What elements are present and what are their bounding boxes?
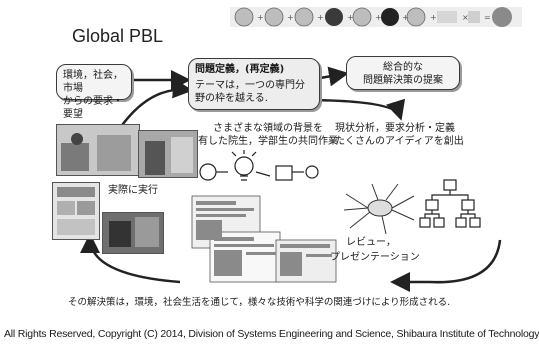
activity-photo-3 (102, 212, 164, 254)
process-steps-icon-strip: + + + + + + + × = (230, 7, 522, 27)
problem-heading: 問題定義，(再定義) (195, 64, 285, 75)
execute-label: 実際に実行 (108, 185, 158, 196)
collab-line-2: 有した院生，学部生の共同作業 (198, 136, 338, 147)
svg-text:+: + (257, 13, 264, 22)
page-title: Global PBL (72, 26, 164, 46)
environment-line-2: からの要求・要望 (63, 96, 123, 120)
analysis-line-1: 現状分析，要求分析・定義 (335, 123, 455, 134)
problem-definition-box: 問題定義，(再定義) テーマは，一つの専門分 野の枠を越える. (188, 58, 320, 110)
svg-text:+: + (430, 13, 437, 22)
review-documents (191, 195, 337, 283)
hierarchy-tree-icon (419, 179, 481, 228)
collaboration-text: さまざまな領域の背景を 有した院生，学部生の共同作業 (198, 122, 338, 148)
mind-map-sketch (343, 183, 415, 235)
environment-requirements-box: 環境，社会，市場 からの要求・要望 (56, 64, 132, 120)
analysis-line-2: たくさんのアイディアを創出 (335, 136, 464, 147)
review-line-1: レビュー， (346, 237, 396, 248)
solution-proposal-box: 総合的な 問題解決策の提案 (346, 56, 460, 90)
svg-text:+: + (287, 13, 294, 22)
review-label: レビュー， プレゼンテーション (330, 236, 420, 264)
solution-line-2: 問題解決策の提案 (363, 75, 443, 86)
svg-text:+: + (347, 13, 354, 22)
activity-photo-1 (56, 124, 140, 176)
solution-line-1: 総合的な (383, 62, 423, 73)
svg-text:×: × (462, 13, 469, 22)
activity-photo-2 (138, 130, 198, 178)
svg-text:+: + (375, 13, 382, 22)
environment-line-1: 環境，社会，市場 (63, 70, 123, 94)
collab-line-1: さまざまな領域の背景を (213, 123, 323, 134)
svg-text:+: + (317, 13, 324, 22)
bottom-description: その解決策は，環境，社会生活を通じて，様々な技術や科学の関連づけにより形成される… (68, 297, 451, 308)
poster-image (52, 182, 100, 240)
idea-process-sketch (199, 150, 319, 181)
problem-line-2: 野の枠を越える. (195, 93, 268, 104)
review-line-2: プレゼンテーション (330, 252, 420, 263)
analysis-text: 現状分析，要求分析・定義 たくさんのアイディアを創出 (335, 122, 464, 148)
svg-text:+: + (402, 13, 409, 22)
svg-text:=: = (484, 13, 491, 22)
copyright-footer: All Rights Reserved, Copyright (C) 2014,… (4, 328, 539, 340)
problem-line-1: テーマは，一つの専門分 (195, 80, 305, 91)
